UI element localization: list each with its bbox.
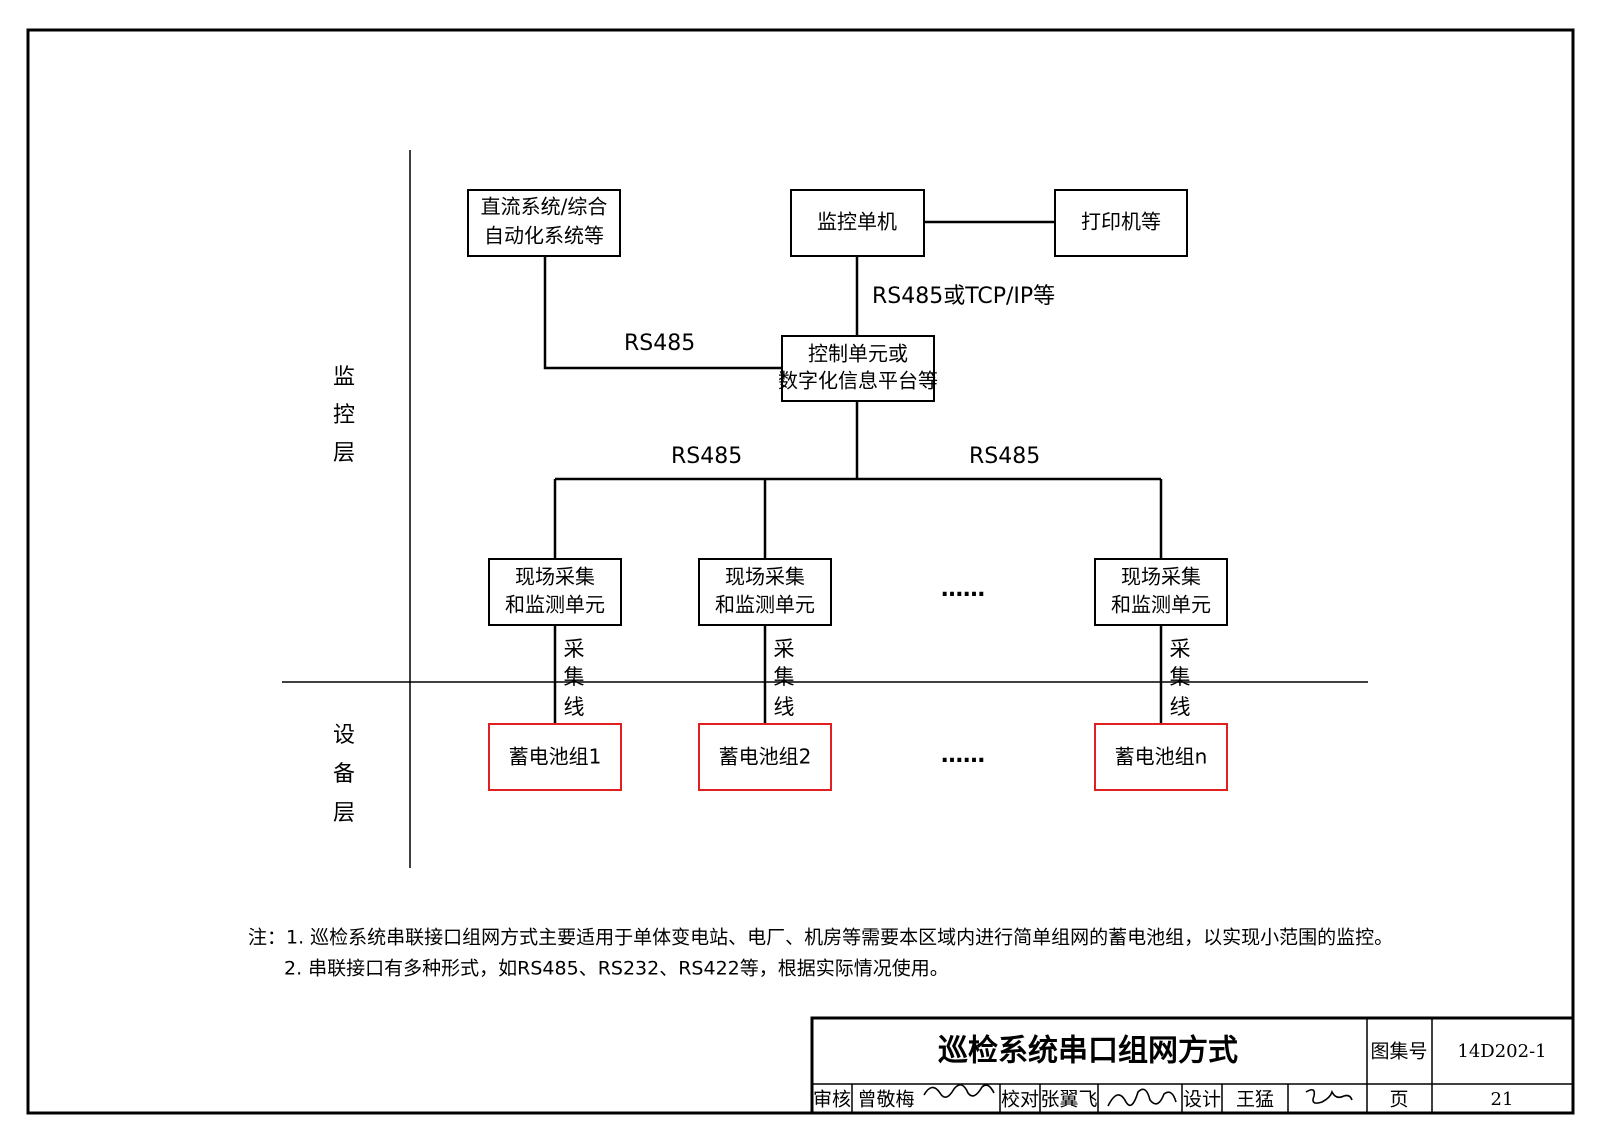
acq-label-2: 采 集 线 xyxy=(774,637,795,719)
svg-text:蓄电池组n: 蓄电池组n xyxy=(1115,745,1208,769)
reviewer-name: 曾敬梅 xyxy=(857,1089,914,1111)
drawing-frame xyxy=(26,28,1575,1115)
reviewer-signature xyxy=(923,1084,995,1098)
connection-lines xyxy=(543,220,1163,724)
box-field-unit-1: 现场采集 和监测单元 xyxy=(488,558,622,626)
svg-text:和监测单元: 和监测单元 xyxy=(1111,593,1211,617)
designer-name: 王猛 xyxy=(1236,1089,1274,1111)
svg-text:采: 采 xyxy=(564,637,585,661)
acq-label-n: 采 集 线 xyxy=(1170,637,1191,719)
label-rs485-dc: RS485 xyxy=(624,331,695,356)
atlas-label: 图集号 xyxy=(1370,1041,1427,1063)
box-dc-system: 直流系统/综合 自动化系统等 xyxy=(467,189,621,257)
svg-text:和监测单元: 和监测单元 xyxy=(715,593,815,617)
label-rs485-bus-right: RS485 xyxy=(969,444,1040,469)
box-field-unit-n: 现场采集 和监测单元 xyxy=(1094,558,1228,626)
svg-text:层: 层 xyxy=(333,801,355,826)
review-label: 审核 xyxy=(813,1089,851,1111)
svg-text:集: 集 xyxy=(774,665,795,689)
svg-text:控制单元或: 控制单元或 xyxy=(808,342,908,366)
svg-text:层: 层 xyxy=(333,441,355,466)
svg-text:蓄电池组1: 蓄电池组1 xyxy=(509,745,602,769)
checker-name: 张翼飞 xyxy=(1040,1089,1097,1111)
box-battery-n: 蓄电池组n xyxy=(1094,723,1228,791)
page-number: 21 xyxy=(1491,1089,1514,1110)
title-block xyxy=(810,1016,1575,1115)
box-battery-2: 蓄电池组2 xyxy=(698,723,832,791)
box-controller: 控制单元或 数字化信息平台等 xyxy=(778,335,938,402)
label-rs485-tcpip: RS485或TCP/IP等 xyxy=(872,284,1055,309)
note-line-1: 注：1. 巡检系统串联接口组网方式主要适用于单体变电站、电厂、机房等需要本区域内… xyxy=(248,927,1393,949)
svg-text:备: 备 xyxy=(333,762,355,787)
check-label: 校对 xyxy=(1001,1089,1039,1111)
acq-label-1: 采 集 线 xyxy=(564,637,585,719)
drawing-title: 巡检系统串口组网方式 xyxy=(938,1034,1238,1069)
ellipsis-batteries: …… xyxy=(941,743,985,768)
svg-text:控: 控 xyxy=(333,403,355,428)
svg-text:现场采集: 现场采集 xyxy=(725,565,805,589)
svg-text:蓄电池组2: 蓄电池组2 xyxy=(719,745,812,769)
svg-text:和监测单元: 和监测单元 xyxy=(505,593,605,617)
page-label: 页 xyxy=(1389,1089,1408,1111)
svg-text:打印机等: 打印机等 xyxy=(1081,210,1161,234)
svg-text:集: 集 xyxy=(1170,665,1191,689)
svg-text:集: 集 xyxy=(564,665,585,689)
design-label: 设计 xyxy=(1183,1089,1221,1111)
monitor-layer-label: 监 控 层 xyxy=(333,365,355,466)
svg-text:直流系统/综合: 直流系统/综合 xyxy=(481,195,608,219)
svg-text:现场采集: 现场采集 xyxy=(1121,565,1201,589)
link-dc-controller xyxy=(543,256,782,370)
svg-text:线: 线 xyxy=(1170,695,1191,719)
svg-text:线: 线 xyxy=(564,695,585,719)
svg-text:采: 采 xyxy=(774,637,795,661)
note-line-2: 2. 串联接口有多种形式，如RS485、RS232、RS422等，根据实际情况使… xyxy=(284,958,949,980)
box-printer: 打印机等 xyxy=(1054,189,1188,257)
svg-text:设: 设 xyxy=(333,723,355,748)
label-rs485-bus-left: RS485 xyxy=(671,444,742,469)
designer-signature xyxy=(1305,1088,1353,1104)
svg-text:线: 线 xyxy=(774,695,795,719)
svg-text:现场采集: 现场采集 xyxy=(515,565,595,589)
checker-signature xyxy=(1107,1088,1177,1107)
svg-text:监: 监 xyxy=(333,365,355,390)
box-field-unit-2: 现场采集 和监测单元 xyxy=(698,558,832,626)
svg-text:监控单机: 监控单机 xyxy=(817,210,897,234)
svg-text:采: 采 xyxy=(1170,637,1191,661)
device-layer-label: 设 备 层 xyxy=(333,723,355,826)
svg-text:自动化系统等: 自动化系统等 xyxy=(484,224,604,248)
svg-text:数字化信息平台等: 数字化信息平台等 xyxy=(778,369,938,393)
box-monitor-pc: 监控单机 xyxy=(790,189,925,257)
atlas-number: 14D202-1 xyxy=(1457,1041,1546,1062)
ellipsis-field-units: …… xyxy=(941,577,985,602)
box-battery-1: 蓄电池组1 xyxy=(488,723,622,791)
